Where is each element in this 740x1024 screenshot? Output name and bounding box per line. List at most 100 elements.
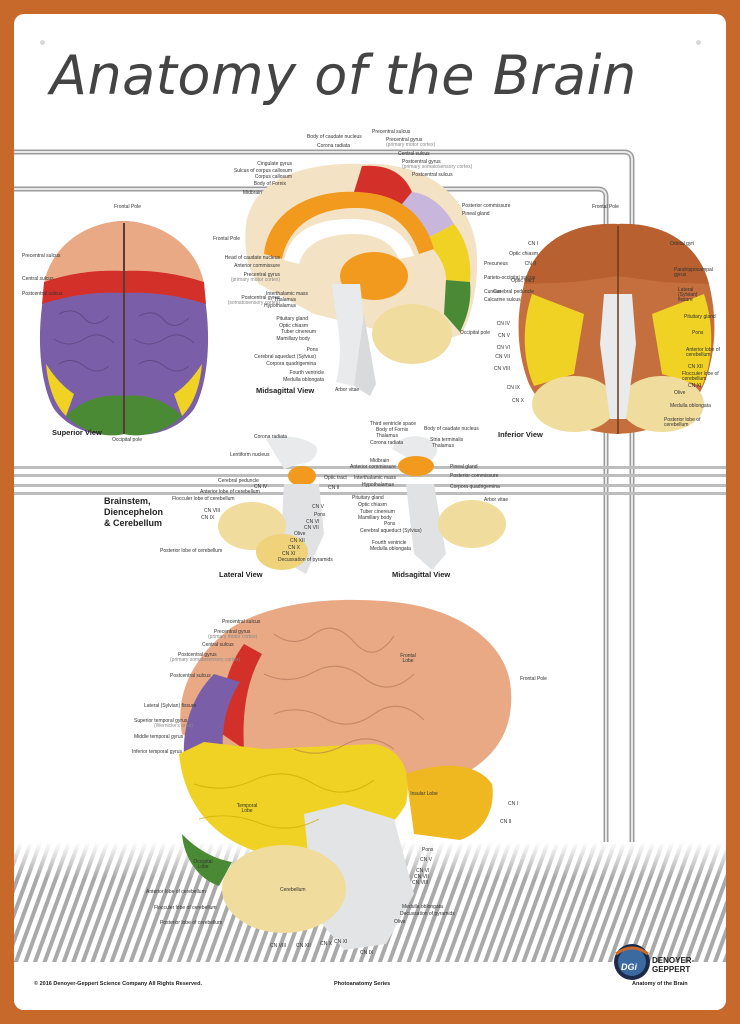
anatomy-label: Postcentral gyrus bbox=[402, 159, 441, 165]
anatomy-label: (Wernicke's area) bbox=[154, 723, 193, 729]
anatomy-label: Posterior lobe of cerebellum bbox=[664, 417, 701, 428]
anatomy-label: Corpora quadrigemina bbox=[266, 361, 316, 367]
anatomy-label: Lateral (Sylvian) fissure bbox=[144, 703, 197, 709]
anatomy-label: Temporal Lobe bbox=[236, 803, 258, 815]
brand-name-line2: GEPPERT bbox=[652, 965, 691, 974]
anatomy-label: (primary somatosensory cortex) bbox=[402, 164, 473, 170]
anatomy-label: Precentral sulcus bbox=[22, 253, 61, 259]
anatomy-label: Optic tract bbox=[324, 475, 347, 481]
anatomy-label: CN II bbox=[328, 485, 340, 491]
anatomy-label: Stria terminalis bbox=[430, 437, 464, 443]
anatomy-label: Lateral (Sylvian) fissure bbox=[678, 287, 698, 303]
anatomy-label: Arbor vitae bbox=[335, 387, 360, 393]
anatomy-label: Head of caudate nucleus bbox=[224, 255, 280, 261]
anatomy-label: (somatosensory cortex) bbox=[227, 300, 280, 306]
anatomy-label: Mamillary body bbox=[358, 515, 392, 521]
anatomy-label: (primary motor cortex) bbox=[386, 142, 436, 148]
anatomy-label: Insular Lobe bbox=[410, 791, 438, 797]
anatomy-label: Olive bbox=[394, 919, 406, 925]
anatomy-label: Cerebral peduncle bbox=[493, 289, 534, 295]
anatomy-label: Cerebral aqueduct (Sylvius) bbox=[360, 528, 422, 534]
lateral-view-title: Lateral View bbox=[219, 570, 263, 579]
anatomy-label: Sulcus of corpus callosum bbox=[233, 168, 292, 174]
anatomy-label: Medulla oblongata bbox=[670, 403, 711, 409]
anatomy-label: Pons bbox=[422, 847, 434, 853]
copyright-notice: © 2016 Denoyer-Geppert Science Company A… bbox=[34, 981, 202, 987]
section-title-line: & Cerebellum bbox=[104, 518, 163, 528]
anatomy-label: Frontal Pole bbox=[520, 676, 547, 682]
anatomy-label: Anterior lobe of cerebellum bbox=[200, 489, 260, 495]
anatomy-label: CN IV bbox=[254, 484, 268, 490]
anatomy-label: CN VI bbox=[416, 868, 430, 874]
inferior-view-title: Inferior View bbox=[498, 430, 543, 439]
anatomy-label: Third ventricle space bbox=[370, 421, 417, 427]
anatomy-label: Anterior commissure bbox=[234, 263, 280, 269]
anatomy-label: Interthalamic mass bbox=[354, 475, 396, 481]
section-title-line: Diencephelon bbox=[104, 507, 164, 517]
anatomy-label: CN X bbox=[288, 545, 300, 551]
series-name: Photoanatomy Series bbox=[334, 981, 391, 987]
anatomy-label: Pineal gland bbox=[450, 464, 478, 470]
poster-artwork bbox=[14, 149, 726, 1010]
anatomy-label: Posterior commissure bbox=[450, 473, 499, 479]
denoyer-geppert-logo bbox=[614, 944, 650, 980]
anatomy-label: Frontal Lobe bbox=[400, 653, 416, 665]
anatomy-label: Occipital pole bbox=[460, 330, 491, 336]
anatomy-label: Occipital pole bbox=[112, 437, 143, 443]
anatomy-label: Inferior temporal gyrus bbox=[132, 749, 183, 755]
anatomy-label: Cuneus bbox=[484, 289, 502, 295]
anatomy-label: Precentral sulcus bbox=[372, 129, 411, 135]
anatomy-label: Superior temporal gyrus bbox=[134, 718, 188, 724]
anatomy-label: Flocculer lobe of cerebellum bbox=[154, 905, 217, 911]
anatomy-label: Pons bbox=[692, 330, 704, 336]
anatomy-label: CN XI bbox=[688, 383, 702, 389]
anatomy-label: CN VI bbox=[496, 345, 510, 351]
anatomy-label: Body of Fornix bbox=[376, 427, 409, 433]
anatomy-label: Calcarine sulcus bbox=[484, 297, 521, 303]
anatomy-label: CN I bbox=[528, 241, 538, 247]
anatomy-label: Parieto-occipital sulcus bbox=[484, 275, 536, 281]
anatomy-label: Precuneus bbox=[484, 261, 508, 267]
poster-title: Anatomy of the Brain bbox=[50, 44, 637, 107]
anatomy-label: CN IV bbox=[496, 321, 510, 327]
anatomy-label: Optic chiasm bbox=[279, 323, 308, 329]
mount-hole bbox=[40, 40, 45, 45]
anatomy-label: Pons bbox=[384, 521, 396, 527]
anatomy-label: Tuber cinereum bbox=[281, 329, 316, 335]
anatomy-label: CN VIII bbox=[204, 508, 221, 514]
lateral-brain-image bbox=[179, 599, 512, 950]
midsagittal-view-image bbox=[245, 163, 478, 396]
anatomy-label: Mamillary body bbox=[276, 336, 310, 342]
anatomy-label: Precentral sulcus bbox=[222, 619, 261, 625]
anatomy-label: Cerebellum bbox=[280, 887, 306, 893]
anatomy-label: Pons bbox=[314, 512, 326, 518]
anatomy-label: CN VII bbox=[304, 525, 319, 531]
anatomy-label: Interthalamic mass bbox=[266, 291, 308, 297]
anatomy-label: CN VIII bbox=[270, 943, 287, 949]
anatomy-label: Decussation of pyramids bbox=[278, 557, 333, 563]
anatomy-label: Hypothalamus bbox=[362, 482, 394, 488]
anatomy-label: Middle temporal gyrus bbox=[134, 734, 184, 740]
anatomy-label: CN II bbox=[524, 261, 536, 267]
anatomy-label: CN VI bbox=[306, 519, 320, 525]
anatomy-label: Posterior lobe of cerebellum bbox=[160, 920, 223, 926]
anatomy-label: Postcentral sulcus bbox=[412, 172, 453, 178]
anatomy-label: Corona radiata bbox=[370, 440, 404, 446]
anatomy-label: Fourth ventricle bbox=[289, 370, 324, 376]
anatomy-label: Central sulcus bbox=[22, 276, 54, 282]
anatomy-label: Parahippocampal gyrus bbox=[674, 267, 713, 278]
anatomy-label: Flocculer lobe of cerebellum bbox=[172, 496, 235, 502]
mount-hole bbox=[696, 40, 701, 45]
anatomy-label: CN I bbox=[508, 801, 518, 807]
anatomy-label: Body of caudate nucleus bbox=[307, 134, 362, 140]
anatomy-label: Lentiform nucleus bbox=[230, 452, 270, 458]
anatomy-label: Orbital gyri bbox=[670, 241, 695, 247]
anatomy-label: CN VII bbox=[495, 354, 510, 360]
anatomy-label: CN XI bbox=[282, 551, 296, 557]
anatomy-label: Thalamus bbox=[376, 433, 398, 439]
anatomy-label: Optic tract bbox=[511, 278, 534, 284]
anatomy-label: Anterior commissure bbox=[350, 464, 396, 470]
anatomy-label: Hypothalamus bbox=[264, 303, 296, 309]
anatomy-label: CN VIII bbox=[493, 366, 510, 372]
poster: Anatomy of the Brain bbox=[14, 14, 726, 1010]
